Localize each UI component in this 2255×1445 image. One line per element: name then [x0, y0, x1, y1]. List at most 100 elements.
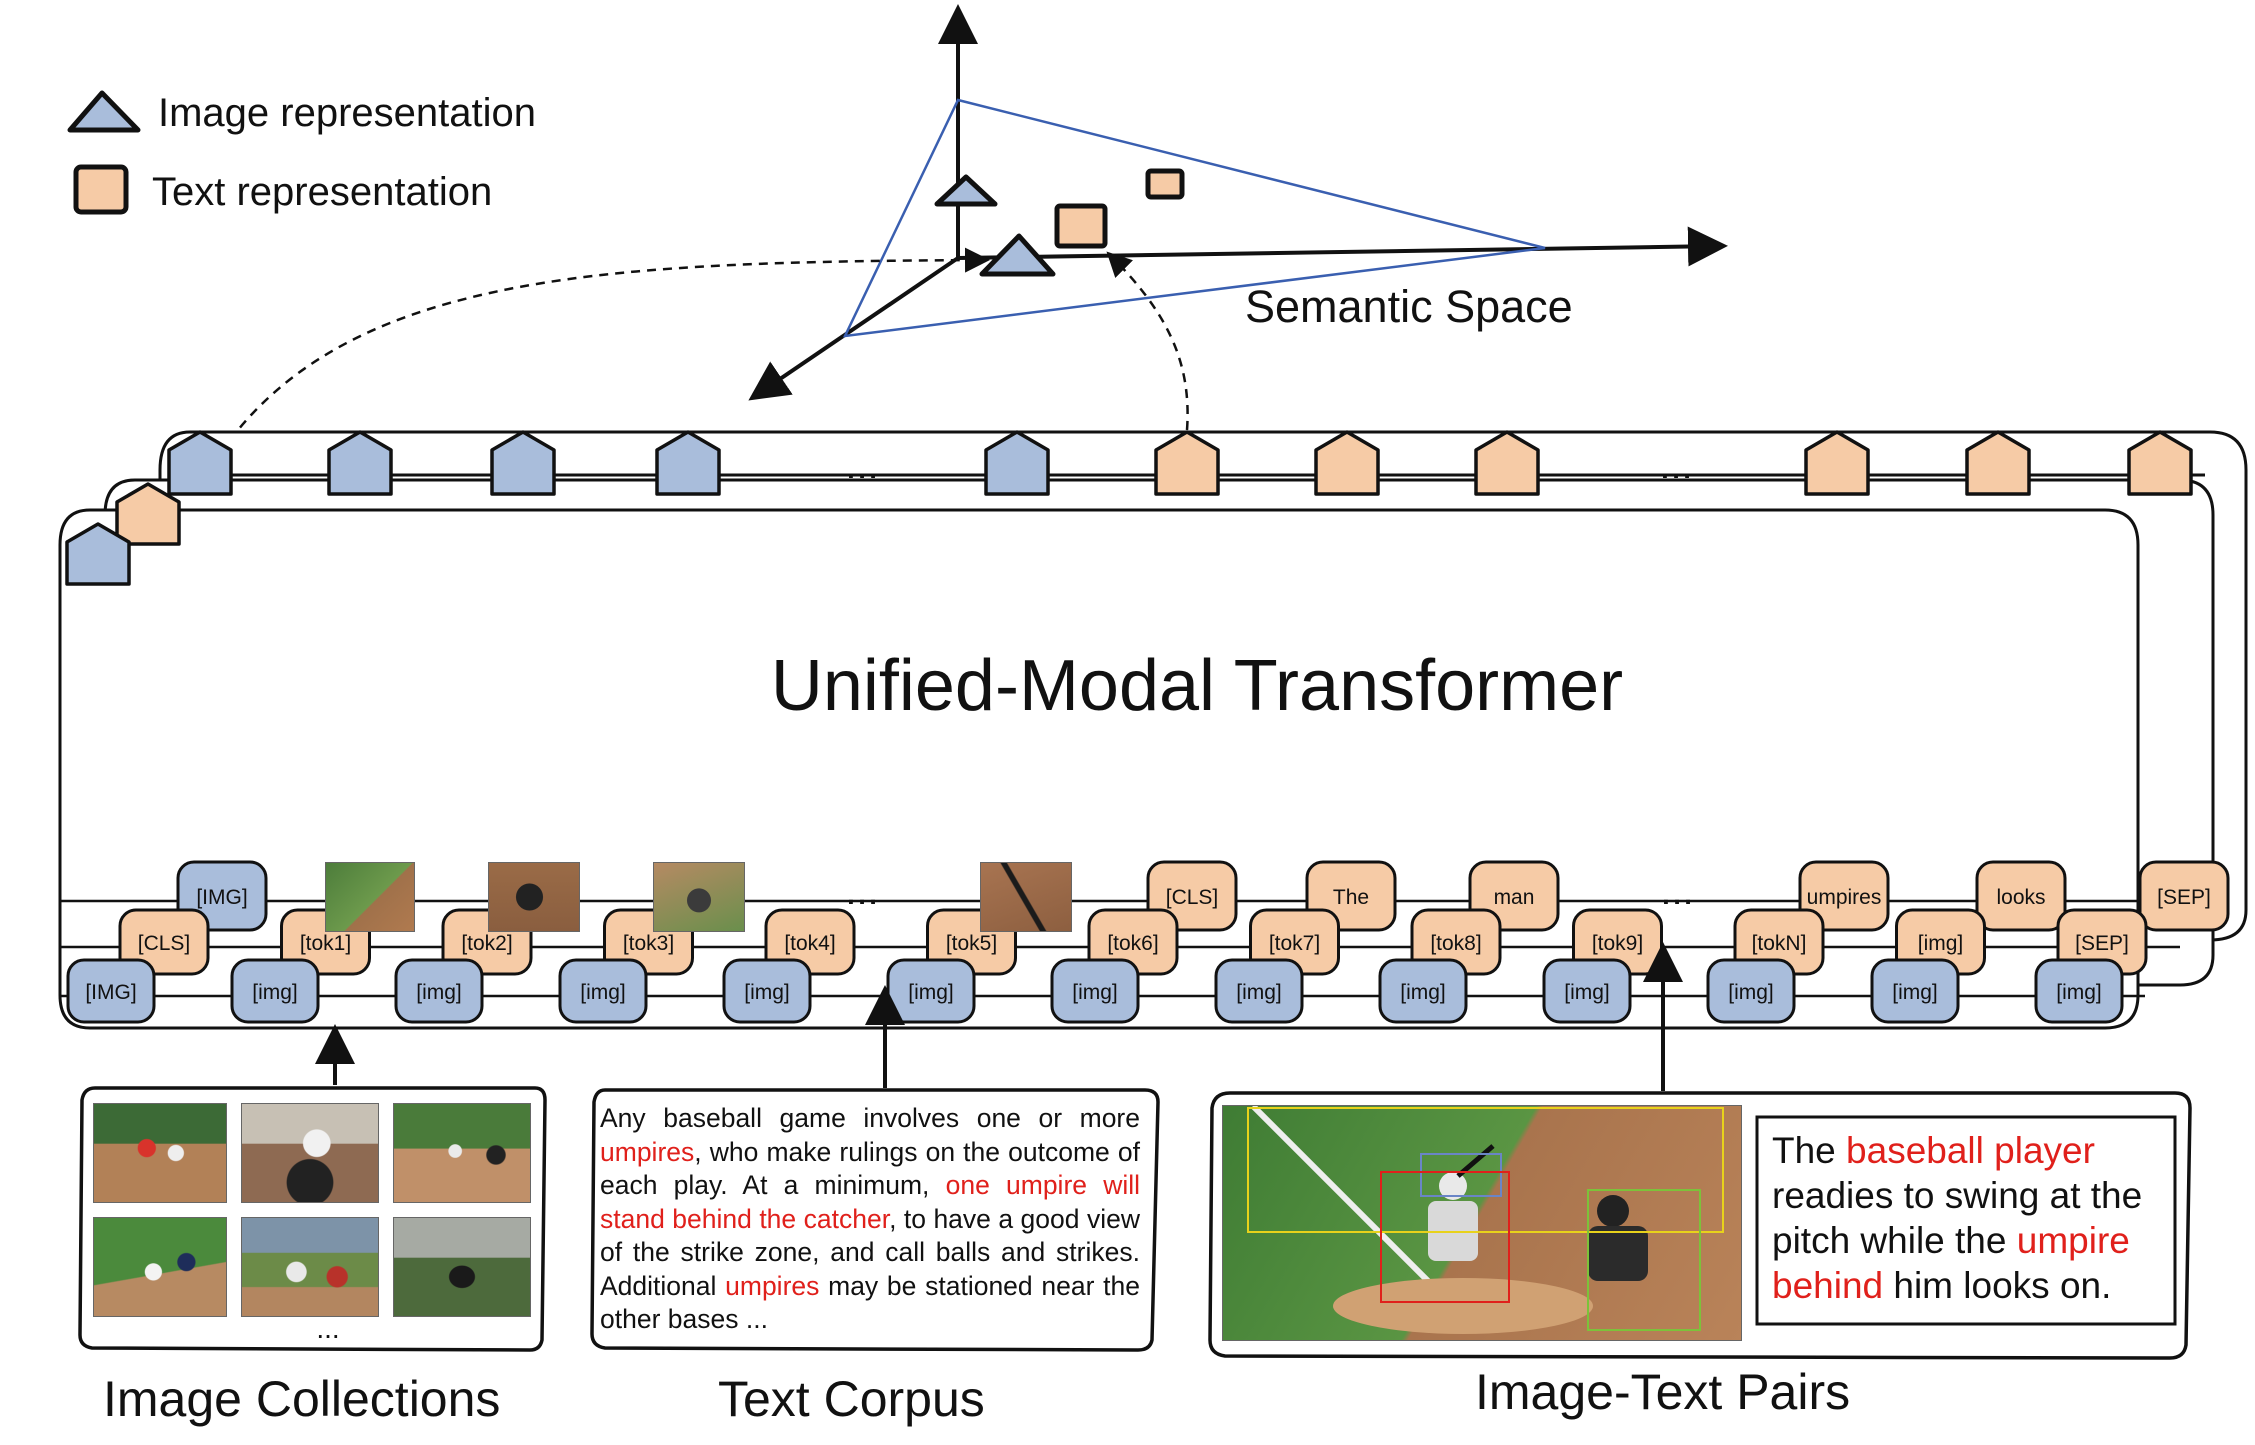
- token-box-back_row-12: [2138, 860, 2230, 932]
- highlight-text: umpire behind: [1772, 1220, 2130, 1306]
- token-box-back_row-10: [1798, 860, 1890, 932]
- side-output-image: [65, 522, 131, 586]
- text-output-9: [1804, 430, 1870, 496]
- token-box-front_row-1: [230, 958, 320, 1024]
- token-box-front_row-0: [66, 958, 156, 1024]
- space-triangle-large-icon: [979, 233, 1056, 277]
- token-ellipsis: ...: [1660, 869, 1693, 913]
- space-triangle-small-icon: [934, 174, 998, 207]
- token-label-front_row-0: [IMG]: [85, 981, 136, 1004]
- token-label-back_row-7: The: [1333, 886, 1369, 909]
- token-label-front_row-5: [img]: [908, 981, 954, 1004]
- image-projection-dashed-arrow: [229, 247, 990, 441]
- space-square-small-icon: [1145, 168, 1185, 200]
- image-collections-label: Image Collections: [103, 1371, 501, 1427]
- space-square-large-icon: [1054, 203, 1108, 249]
- token-box-front_row-9: [1542, 958, 1632, 1024]
- plain-text: , to have a good view of the strike zone…: [600, 1203, 1140, 1301]
- token-box-front_row-11: [1870, 958, 1960, 1024]
- token-label-middle_row-0: [CLS]: [138, 932, 191, 955]
- token-label-middle_row-2: [tok2]: [461, 932, 512, 955]
- token-label-front_row-8: [img]: [1400, 981, 1446, 1004]
- legend-text-label: Text representation: [152, 170, 492, 214]
- text-projection-dashed-arrow: [1106, 251, 1189, 431]
- token-photo-1: [325, 862, 415, 932]
- token-label-front_row-9: [img]: [1564, 981, 1610, 1004]
- token-label-middle_row-6: [tok6]: [1107, 932, 1158, 955]
- image-output-2: [327, 430, 393, 496]
- text-corpus-box: [590, 1088, 1160, 1352]
- bbox-green: [1587, 1189, 1701, 1331]
- legend: Image representation Text representation: [67, 90, 536, 215]
- token-label-front_row-2: [img]: [416, 981, 462, 1004]
- token-box-middle_row-0: [118, 908, 210, 976]
- bbox-blue: [1420, 1153, 1502, 1197]
- token-label-back_row-10: umpires: [1807, 886, 1882, 909]
- plain-text: Any baseball game involves one or more: [600, 1103, 1140, 1133]
- caption-box: [1755, 1115, 2177, 1326]
- token-label-middle_row-10: [tokN]: [1752, 932, 1807, 955]
- token-box-back_row-11: [1975, 860, 2067, 932]
- collection-photo-1: [93, 1103, 227, 1203]
- token-label-middle_row-3: [tok3]: [623, 932, 674, 955]
- legend-square-icon: [73, 164, 129, 215]
- token-label-middle_row-9: [tok9]: [1592, 932, 1643, 955]
- output-ellipsis-image: ...: [845, 443, 878, 487]
- legend-image-label: Image representation: [158, 91, 536, 135]
- highlight-text: umpires: [725, 1270, 820, 1301]
- plain-text: The: [1772, 1130, 1847, 1171]
- token-box-front_row-8: [1378, 958, 1468, 1024]
- plain-text: him looks on.: [1883, 1265, 2112, 1306]
- highlight-text: baseball player: [1846, 1130, 2095, 1171]
- collection-photo-5: [241, 1217, 379, 1317]
- plain-text: readies to swing at the pitch while the: [1772, 1175, 2143, 1261]
- plain-text: may be stationed near the other bases ..…: [600, 1270, 1140, 1335]
- token-box-front_row-7: [1214, 958, 1304, 1024]
- bbox-yellow: [1247, 1107, 1724, 1233]
- token-box-front_row-12: [2034, 958, 2124, 1024]
- token-photo-4: [980, 862, 1072, 932]
- image-output-5: [984, 430, 1050, 496]
- text-output-6: [1154, 430, 1220, 496]
- text-output-11: [2127, 430, 2193, 496]
- pair-photo-overlay: [1247, 1106, 1724, 1334]
- collection-photo-4: [93, 1217, 227, 1317]
- token-label-middle_row-11: [img]: [1918, 932, 1964, 955]
- bbox-red: [1380, 1171, 1510, 1303]
- image-output-4: [655, 430, 721, 496]
- token-box-front_row-6: [1050, 958, 1140, 1024]
- pair-photo: [1222, 1105, 1742, 1341]
- token-box-front_row-4: [722, 958, 812, 1024]
- token-label-back_row-12: [SEP]: [2157, 886, 2211, 909]
- token-box-front_row-10: [1706, 958, 1796, 1024]
- image-collections-more: ...: [316, 1313, 339, 1344]
- token-label-middle_row-1: [tok1]: [300, 932, 351, 955]
- token-label-front_row-6: [img]: [1072, 981, 1118, 1004]
- highlight-text: umpires: [600, 1136, 695, 1167]
- text-output-8: [1474, 430, 1540, 496]
- x-axis: [957, 226, 1728, 267]
- token-photo-2: [488, 862, 580, 932]
- token-label-front_row-10: [img]: [1728, 981, 1774, 1004]
- image-output-1: [167, 430, 233, 496]
- text-corpus-label: Text Corpus: [718, 1371, 985, 1427]
- token-label-middle_row-8: [tok8]: [1430, 932, 1481, 955]
- output-ellipsis-text: ...: [1659, 443, 1692, 487]
- collection-photo-3: [393, 1103, 531, 1203]
- collection-photo-2: [241, 1103, 379, 1203]
- token-label-front_row-11: [img]: [1892, 981, 1938, 1004]
- token-label-front_row-12: [img]: [2056, 981, 2102, 1004]
- token-label-back_row-0: [IMG]: [196, 886, 247, 909]
- token-label-middle_row-4: [tok4]: [784, 932, 835, 955]
- image-output-3: [490, 430, 556, 496]
- token-label-middle_row-5: [tok5]: [946, 932, 997, 955]
- text-corpus-paragraph: Any baseball game involves one or more u…: [600, 1102, 1140, 1337]
- pair-caption: The baseball player readies to swing at …: [1772, 1128, 2167, 1308]
- token-box-front_row-3: [558, 958, 648, 1024]
- plain-text: , who make rulings on the outcome of eac…: [600, 1136, 1140, 1201]
- token-label-front_row-4: [img]: [744, 981, 790, 1004]
- token-label-back_row-11: looks: [1996, 886, 2045, 909]
- output-representations: ......: [167, 430, 2193, 496]
